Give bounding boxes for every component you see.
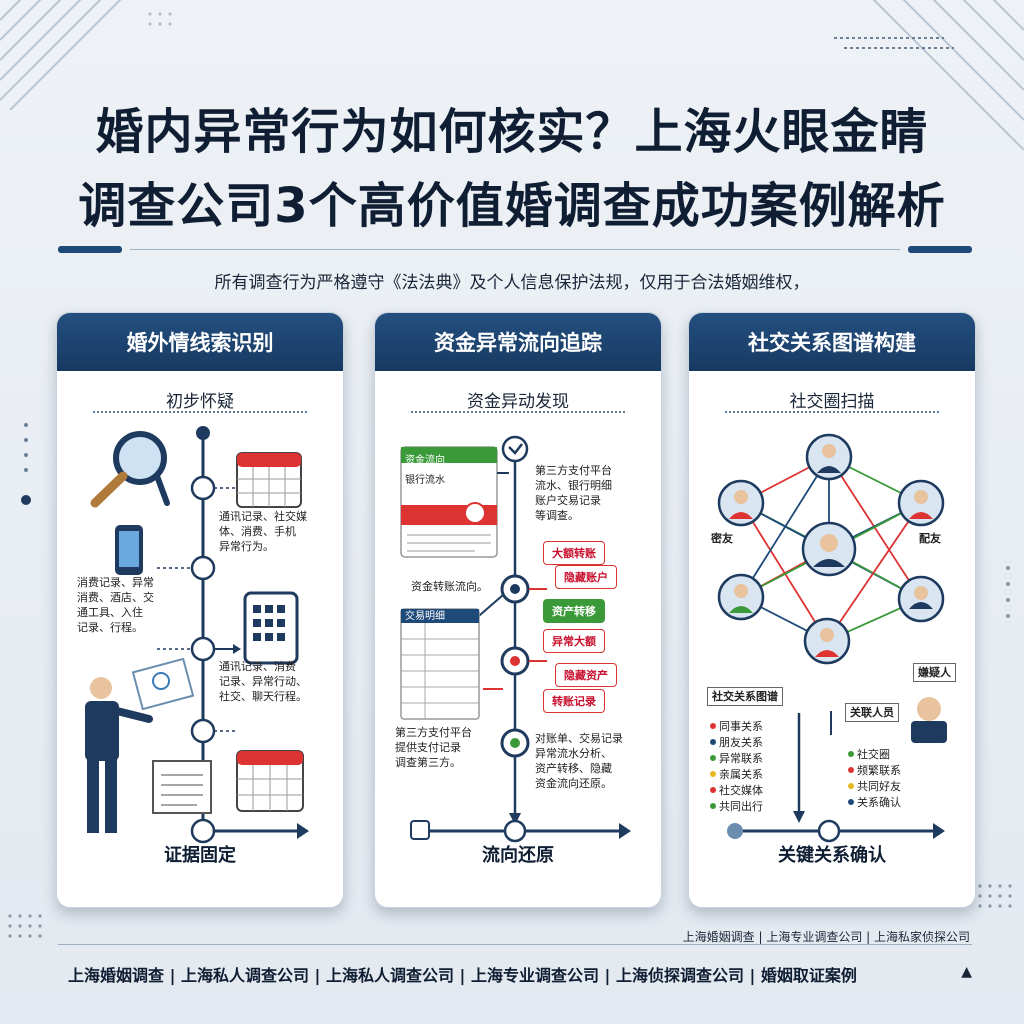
legend-item: 社交媒体: [719, 784, 763, 797]
case-card-fund-tracking: 资金异常流向追踪 资金异动发现: [374, 312, 662, 908]
step-note: 第三方支付平台 提供支付记录 调查第三方。: [395, 726, 472, 769]
step-note: 第三方支付平台 流水、银行明细 账户交易记录 等调查。: [535, 464, 612, 522]
card-title: 社交关系图谱构建: [689, 313, 975, 371]
legend-item: 共同出行: [719, 800, 763, 813]
flow-tag: 隐藏账户: [555, 565, 617, 589]
legend-item: 朋友关系: [719, 736, 763, 749]
footer-keywords: 上海婚姻调查 | 上海私人调查公司 | 上海私人调查公司 | 上海专业调查公司 …: [68, 966, 857, 985]
fund-flow-illustration: [400, 435, 631, 843]
scroll-up-icon[interactable]: ▲: [961, 964, 972, 980]
card-subtitle: 社交圈扫描: [789, 392, 875, 412]
table-label: 交易明细: [405, 611, 445, 622]
legend-item: 社交圈: [857, 748, 890, 761]
legend-title: 关联人员: [845, 703, 899, 722]
legend-item: 频繁联系: [857, 764, 901, 777]
card-title: 资金异常流向追踪: [375, 313, 661, 371]
dotted-divider: [725, 411, 939, 413]
legend-item: 共同好友: [857, 780, 901, 793]
dots-decoration: [978, 884, 1012, 908]
footer-keywords-small: 上海婚姻调查 | 上海专业调查公司 | 上海私家侦探公司: [682, 930, 970, 944]
step-note: 消费记录、异常 消费、酒店、交 通工具、入住 记录、行程。: [77, 576, 154, 634]
case-card-affair-clues: 婚外情线索识别 初步怀疑: [56, 312, 344, 908]
flow-tag: 转账记录: [543, 689, 605, 713]
dots-decoration: [21, 423, 31, 505]
card-footer-label: 证据固定: [164, 845, 236, 866]
legend-item: 同事关系: [719, 720, 763, 733]
card-title: 婚外情线索识别: [57, 313, 343, 371]
dots-decoration: [8, 914, 42, 938]
legend-title: 社交关系图谱: [707, 687, 783, 706]
flow-tag: 异常大额: [543, 629, 605, 653]
legal-notice: 所有调查行为严格遵守《法法典》及个人信息保护法规，仅用于合法婚姻维权，: [214, 273, 810, 293]
dotted-divider: [93, 411, 307, 413]
flow-tag: 隐藏资产: [555, 663, 617, 687]
dots-decoration: [1006, 566, 1010, 618]
card-subtitle: 初步怀疑: [166, 392, 234, 412]
timeline-illustration: [85, 426, 309, 844]
page-title-line-1: 婚内异常行为如何核实？上海火眼金睛: [95, 104, 929, 160]
step-note: 资金转账流向。: [411, 580, 488, 593]
step-note: 通讯记录、社交媒 体、消费、手机 异常行为。: [219, 510, 307, 553]
title-divider: [58, 246, 972, 254]
flow-tag: 大额转账: [543, 541, 605, 565]
panel-label: 资金流向: [405, 455, 445, 466]
card-footer-label: 关键关系确认: [778, 845, 886, 866]
flow-tag: 资产转移: [543, 599, 605, 623]
card-footer-label: 流向还原: [482, 845, 554, 866]
legend-item: 关系确认: [857, 796, 901, 809]
node-label: 配友: [919, 532, 941, 545]
step-note: 通讯记录、消费 记录、异常行动、 社交、聊天行程。: [219, 660, 307, 703]
legend-item: 异常联系: [719, 752, 763, 765]
suspect-label: 嫌疑人: [913, 663, 956, 682]
card-subtitle: 资金异动发现: [467, 392, 569, 412]
dotted-divider: [411, 411, 625, 413]
panel-label: 银行流水: [405, 475, 445, 486]
social-graph-illustration: [710, 433, 947, 843]
legend-item: 亲属关系: [719, 768, 763, 781]
page-title-line-2: 调查公司3个高价值婚调查成功案例解析: [78, 178, 946, 234]
case-card-social-graph: 社交关系图谱构建 社交圈扫描: [688, 312, 976, 908]
node-label: 密友: [711, 532, 733, 545]
step-note: 对账单、交易记录 异常流水分析、 资产转移、隐藏 资金流向还原。: [535, 732, 623, 790]
footer-divider: [58, 944, 972, 945]
